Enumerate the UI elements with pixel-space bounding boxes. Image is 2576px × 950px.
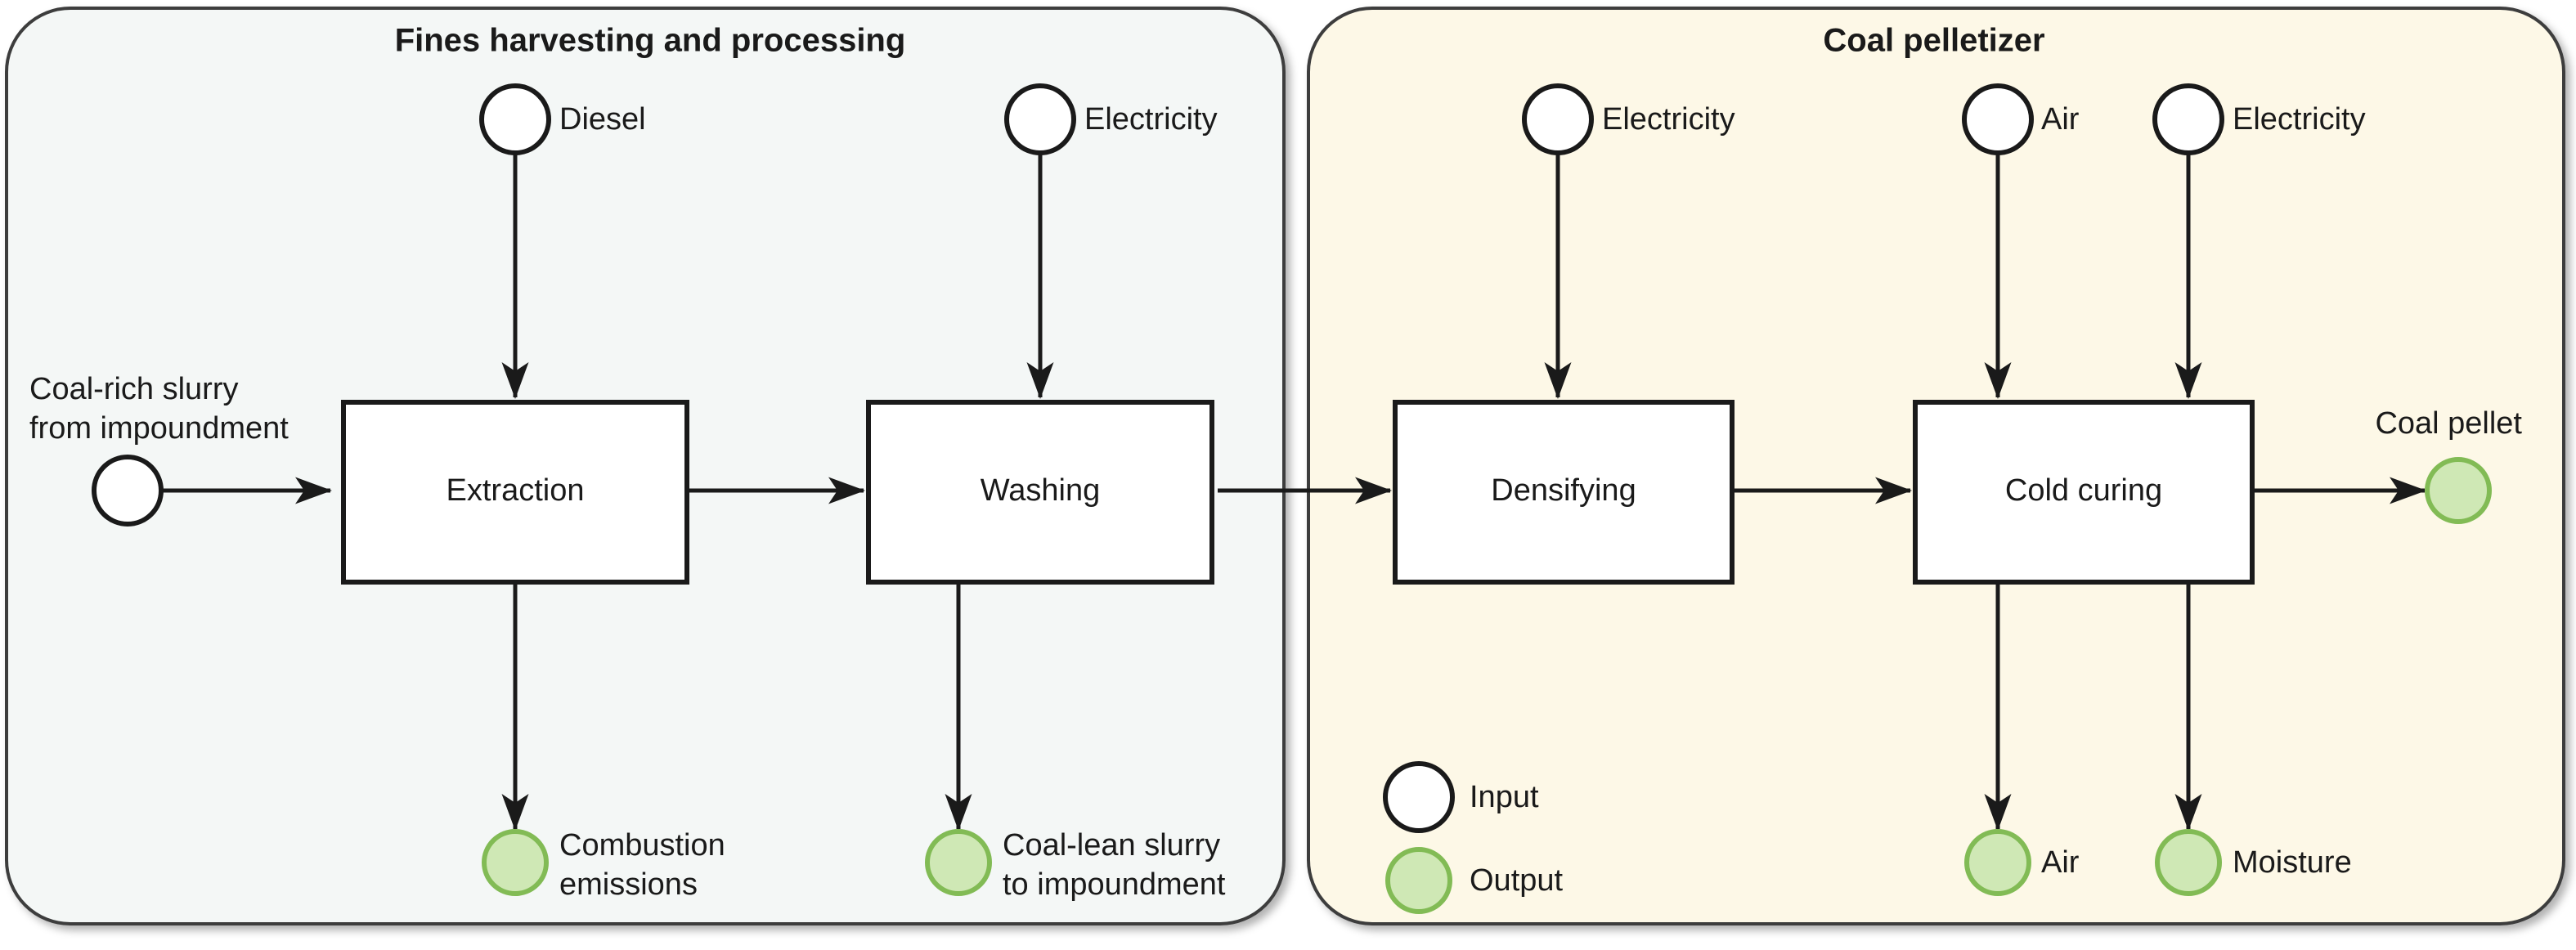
legend-output-icon (1385, 847, 1452, 914)
output-label-moisture: Moisture (2233, 845, 2352, 880)
output-circle-coal-lean-slurry[interactable] (925, 829, 992, 896)
input-node-air-cold-curing[interactable]: Air (1962, 83, 2080, 155)
output-label-coal-pellet: Coal pellet (2375, 406, 2522, 441)
output-circle-moisture[interactable] (2155, 829, 2222, 896)
process-box-washing-rect[interactable] (866, 400, 1214, 585)
input-circle-diesel[interactable] (479, 83, 551, 155)
process-box-densifying[interactable]: Densifying (1393, 400, 1735, 585)
legend-input-label: Input (1470, 780, 1539, 814)
process-box-densifying-label: Densifying (1491, 473, 1636, 508)
panel-fines-title: Fines harvesting and processing (395, 23, 906, 59)
process-box-washing-label: Washing (981, 473, 1100, 508)
output-nodes: Combustion emissions Coal-lean slurry to… (482, 406, 2522, 902)
process-box-densifying-rect[interactable] (1393, 400, 1735, 585)
input-label-coal-rich-slurry-line1: Coal-rich slurry (29, 372, 238, 406)
process-box-cold-curing-rect[interactable] (1913, 400, 2255, 585)
input-node-electricity-washing[interactable]: Electricity (1004, 83, 1218, 155)
input-label-coal-rich-slurry-line2: from impoundment (29, 411, 289, 446)
process-box-extraction-rect[interactable] (341, 400, 689, 585)
process-box-extraction-label: Extraction (447, 473, 585, 508)
output-node-coal-lean-slurry[interactable]: Coal-lean slurry to impoundment (925, 828, 1226, 902)
input-label-air-cold-curing: Air (2041, 102, 2080, 137)
legend-item-output: Output (1385, 847, 1564, 914)
output-node-moisture[interactable]: Moisture (2155, 829, 2352, 896)
input-circle-electricity-cold-curing[interactable] (2152, 83, 2224, 155)
flow-connectors (160, 154, 2426, 831)
process-box-washing[interactable]: Washing (866, 400, 1214, 585)
output-circle-combustion-emissions[interactable] (482, 829, 549, 896)
input-node-electricity-cold-curing[interactable]: Electricity (2152, 83, 2366, 155)
input-label-diesel: Diesel (559, 102, 646, 137)
output-node-combustion-emissions[interactable]: Combustion emissions (482, 828, 725, 902)
legend-output-label: Output (1470, 863, 1564, 898)
legend-item-input: Input (1383, 761, 1539, 833)
output-circle-air[interactable] (1964, 829, 2031, 896)
output-label-air: Air (2041, 845, 2080, 880)
output-label-combustion-emissions-line2: emissions (559, 867, 698, 902)
output-label-coal-lean-slurry-line1: Coal-lean slurry (1003, 828, 1220, 863)
output-node-air[interactable]: Air (1964, 829, 2080, 896)
input-node-coal-rich-slurry[interactable]: Coal-rich slurry from impoundment (29, 372, 289, 527)
input-nodes: Coal-rich slurry from impoundment Diesel… (29, 83, 2366, 527)
process-boxes: Extraction Washing Densifying Cold curin… (341, 400, 2255, 585)
process-box-cold-curing[interactable]: Cold curing (1913, 400, 2255, 585)
input-node-diesel[interactable]: Diesel (479, 83, 646, 155)
output-label-coal-lean-slurry-line2: to impoundment (1003, 867, 1226, 902)
process-box-cold-curing-label: Cold curing (2005, 473, 2162, 508)
input-node-electricity-densifying[interactable]: Electricity (1522, 83, 1735, 155)
input-label-electricity-washing: Electricity (1084, 102, 1218, 137)
input-circle-electricity-densifying[interactable] (1522, 83, 1594, 155)
legend: Input Output (1383, 761, 1564, 914)
input-label-electricity-densifying: Electricity (1602, 102, 1735, 137)
process-box-extraction[interactable]: Extraction (341, 400, 689, 585)
output-circle-coal-pellet[interactable] (2425, 457, 2492, 524)
input-circle-coal-rich-slurry[interactable] (92, 455, 164, 527)
output-label-combustion-emissions-line1: Combustion (559, 828, 725, 863)
legend-input-icon (1383, 761, 1455, 833)
output-node-coal-pellet[interactable]: Coal pellet (2375, 406, 2522, 524)
panel-pelletizer-title: Coal pelletizer (1823, 23, 2044, 59)
input-label-electricity-cold-curing: Electricity (2233, 102, 2366, 137)
input-circle-air-cold-curing[interactable] (1962, 83, 2034, 155)
input-circle-electricity-washing[interactable] (1004, 83, 1076, 155)
